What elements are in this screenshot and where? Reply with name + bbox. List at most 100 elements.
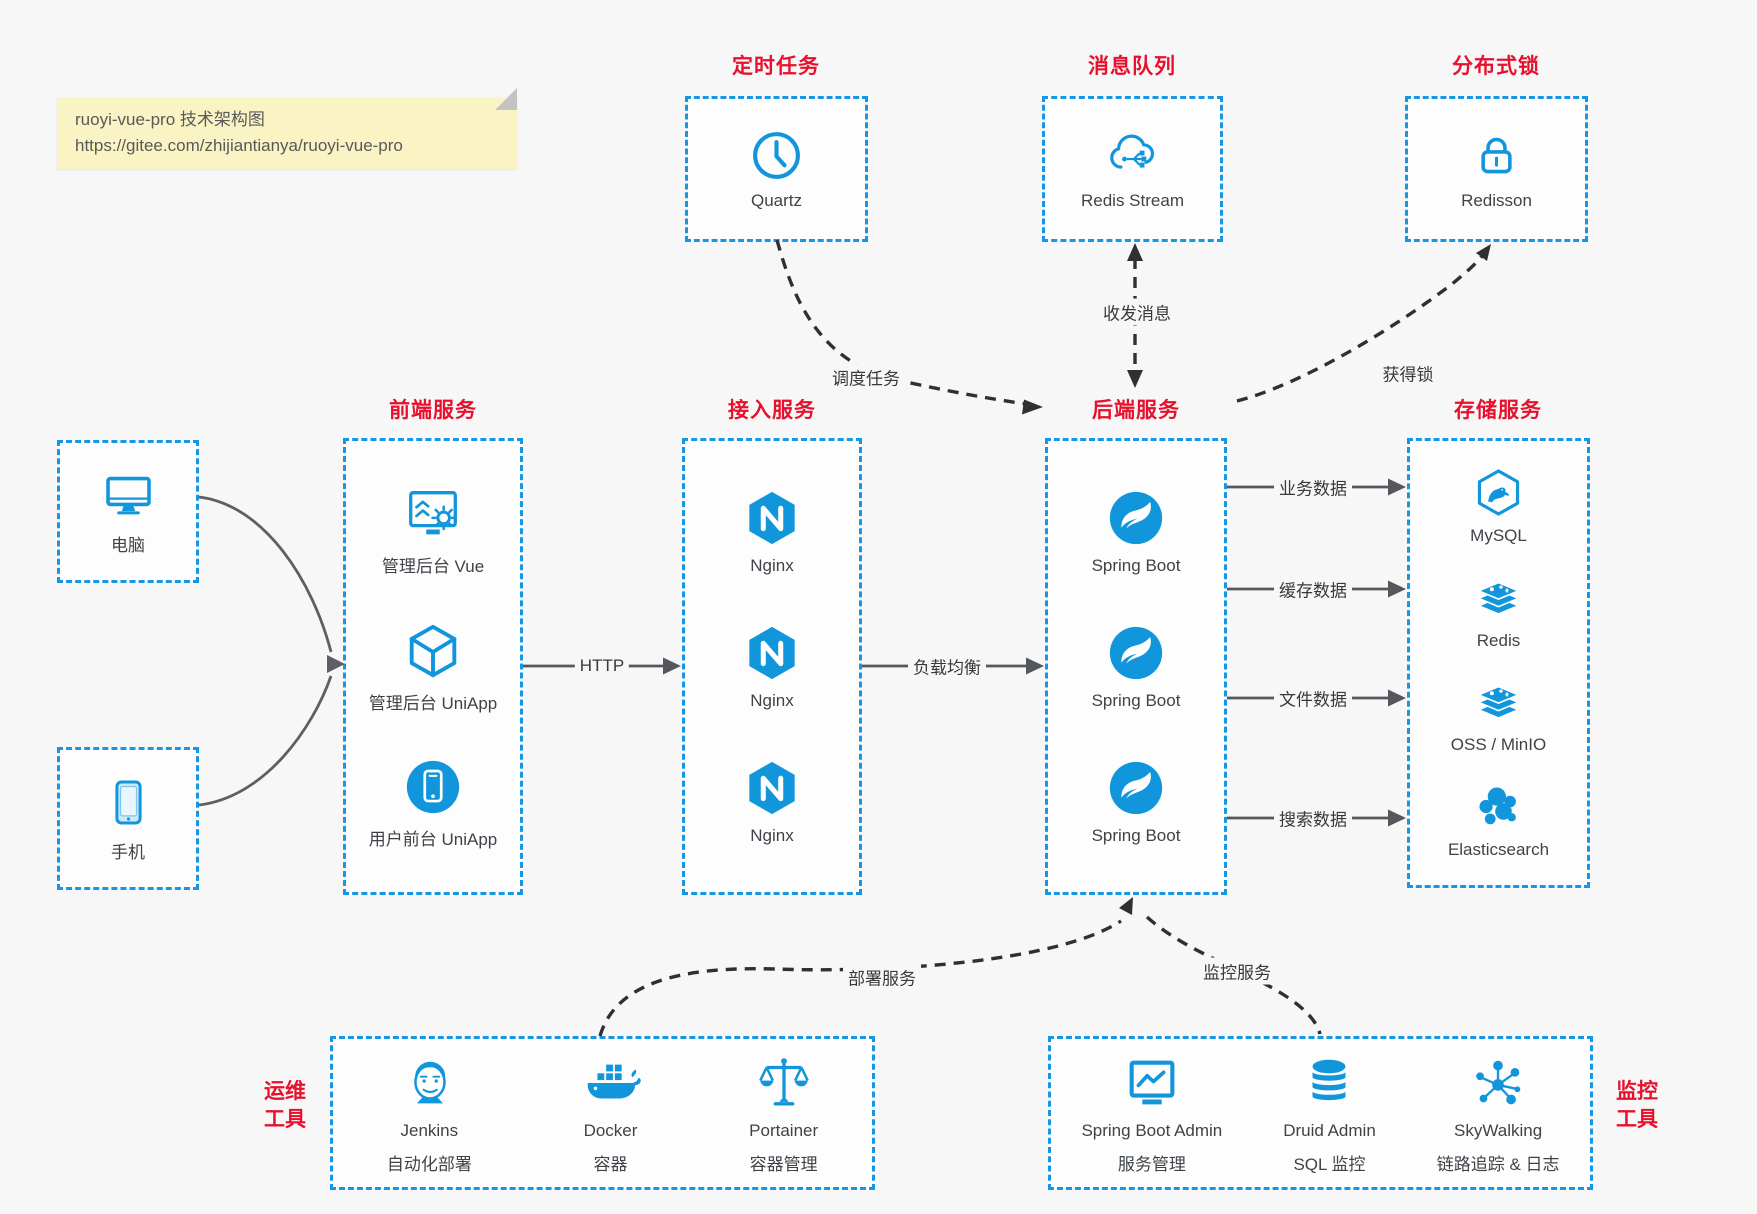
node-user-uniapp: 用户前台 UniApp bbox=[369, 756, 497, 850]
title-monitor: 监控 工具 bbox=[1602, 1078, 1672, 1135]
node-nginx-1: Nginx bbox=[741, 487, 803, 576]
label-messages: 收发消息 bbox=[1098, 298, 1176, 326]
arrowhead-http bbox=[663, 657, 681, 675]
node-nginx-3: Nginx bbox=[741, 757, 803, 846]
mysql-icon bbox=[1477, 469, 1520, 516]
docker-icon bbox=[587, 1064, 641, 1098]
arrowhead-deploy bbox=[1119, 897, 1133, 915]
node-nginx-2: Nginx bbox=[741, 622, 803, 711]
jenkins-icon bbox=[414, 1061, 447, 1103]
node-sublabel: 链路追踪 & 日志 bbox=[1436, 1154, 1560, 1174]
node-redis-stream: Redis Stream bbox=[1081, 127, 1184, 211]
node-sublabel: 自动化部署 bbox=[386, 1154, 472, 1174]
node-label: MySQL bbox=[1470, 525, 1527, 545]
node-label: Druid Admin bbox=[1283, 1120, 1376, 1140]
note-title: ruoyi-vue-pro 技术架构图 bbox=[75, 110, 265, 129]
node-sublabel: 服务管理 bbox=[1117, 1154, 1186, 1174]
druid-icon bbox=[1313, 1059, 1346, 1100]
admin-vue-icon bbox=[409, 491, 457, 535]
title-devops-line2: 工具 bbox=[264, 1108, 306, 1132]
node-sublabel: 容器 bbox=[593, 1154, 628, 1174]
label-load-balance: 负载均衡 bbox=[908, 652, 986, 680]
panel-gateway: Nginx Nginx Nginx bbox=[682, 438, 862, 895]
node-redis: Redis bbox=[1472, 571, 1525, 651]
node-quartz: Quartz bbox=[748, 127, 805, 211]
node-label: Quartz bbox=[750, 191, 803, 210]
arrowhead-messages-up bbox=[1127, 243, 1143, 261]
node-label: 手机 bbox=[111, 843, 145, 862]
panel-client-mobile: 手机 bbox=[57, 747, 199, 890]
node-label: Nginx bbox=[750, 556, 794, 575]
label-get-lock: 获得锁 bbox=[1377, 359, 1439, 387]
nginx-icon bbox=[749, 626, 795, 680]
oss-minio-icon bbox=[1477, 686, 1520, 720]
panel-scheduled: Quartz bbox=[685, 96, 868, 242]
node-label: 电脑 bbox=[111, 536, 145, 555]
node-label: Spring Boot bbox=[1091, 826, 1181, 845]
data-lines bbox=[1227, 485, 1390, 820]
note-url: https://gitee.com/zhijiantianya/ruoyi-vu… bbox=[75, 136, 403, 156]
label-monitor: 监控服务 bbox=[1198, 957, 1276, 985]
title-gateway: 接入服务 bbox=[728, 399, 816, 422]
node-mobile: 手机 bbox=[100, 774, 157, 863]
node-label: Portainer bbox=[749, 1120, 819, 1140]
clock-icon bbox=[753, 132, 800, 179]
node-sublabel: 容器管理 bbox=[749, 1154, 818, 1174]
skywalking-icon bbox=[1476, 1060, 1521, 1104]
label-file-data: 文件数据 bbox=[1274, 684, 1352, 712]
get-lock-line bbox=[1236, 251, 1487, 403]
node-admin-vue: 管理后台 Vue bbox=[382, 483, 484, 577]
title-backend: 后端服务 bbox=[1092, 399, 1180, 422]
spring-boot-admin-icon bbox=[1129, 1060, 1175, 1104]
node-label: OSS / MinIO bbox=[1450, 735, 1547, 755]
title-lock: 分布式锁 bbox=[1452, 55, 1540, 78]
client-converge-lines bbox=[198, 495, 333, 807]
panel-mq: Redis Stream bbox=[1042, 96, 1223, 242]
node-label: Jenkins bbox=[400, 1120, 459, 1140]
elasticsearch-icon bbox=[1479, 787, 1516, 825]
node-redisson: Redisson bbox=[1461, 127, 1532, 211]
node-spring-boot-3: Spring Boot bbox=[1091, 757, 1181, 846]
desktop-icon bbox=[105, 476, 151, 515]
node-label: Redis Stream bbox=[1081, 191, 1184, 210]
title-monitor-line2: 工具 bbox=[1616, 1108, 1658, 1132]
panel-frontend: 管理后台 Vue 管理后台 UniApp 用户前台 UniApp bbox=[343, 438, 523, 895]
node-portainer: Portainer 容器管理 bbox=[749, 1052, 818, 1175]
panel-monitor: Spring Boot Admin 服务管理 Druid Admin SQL 监… bbox=[1048, 1036, 1593, 1190]
node-label: 管理后台 UniApp bbox=[368, 693, 498, 713]
phone-icon bbox=[114, 780, 142, 825]
label-schedule: 调度任务 bbox=[827, 363, 905, 391]
app-circle-icon bbox=[406, 760, 460, 813]
node-skywalking: SkyWalking 链路追踪 & 日志 bbox=[1437, 1052, 1560, 1175]
arrowhead-messages-down bbox=[1127, 370, 1143, 388]
spring-boot-icon bbox=[1109, 626, 1163, 680]
title-monitor-line1: 监控 bbox=[1616, 1080, 1658, 1103]
node-label: Redis bbox=[1476, 630, 1521, 650]
node-spring-boot-2: Spring Boot bbox=[1091, 622, 1181, 711]
node-jenkins: Jenkins 自动化部署 bbox=[387, 1052, 472, 1175]
lock-icon bbox=[1481, 137, 1512, 174]
arrowhead-lb bbox=[1026, 657, 1044, 675]
node-admin-uniapp: 管理后台 UniApp bbox=[369, 620, 497, 714]
title-devops: 运维 工具 bbox=[250, 1078, 320, 1135]
sticky-note: ruoyi-vue-pro 技术架构图 https://gitee.com/zh… bbox=[57, 88, 517, 169]
cube-icon bbox=[409, 624, 457, 677]
title-mq: 消息队列 bbox=[1088, 55, 1176, 78]
node-label: Spring Boot bbox=[1091, 556, 1181, 575]
title-scheduled: 定时任务 bbox=[732, 55, 820, 78]
nginx-icon bbox=[749, 491, 795, 545]
node-label: Docker bbox=[583, 1120, 638, 1140]
arrowhead-get-lock bbox=[1476, 244, 1491, 261]
title-devops-line1: 运维 bbox=[264, 1080, 306, 1103]
panel-backend: Spring Boot Spring Boot Spring Boot bbox=[1045, 438, 1227, 895]
node-mysql: MySQL bbox=[1470, 466, 1527, 546]
node-label: Spring Boot bbox=[1091, 691, 1181, 710]
node-label: SkyWalking bbox=[1454, 1120, 1543, 1140]
node-spring-boot-1: Spring Boot bbox=[1091, 487, 1181, 576]
node-label: Redisson bbox=[1461, 191, 1532, 210]
node-elasticsearch: Elasticsearch bbox=[1448, 780, 1549, 860]
nginx-icon bbox=[749, 761, 795, 815]
node-druid: Druid Admin SQL 监控 bbox=[1283, 1052, 1376, 1175]
spring-boot-icon bbox=[1109, 761, 1163, 815]
